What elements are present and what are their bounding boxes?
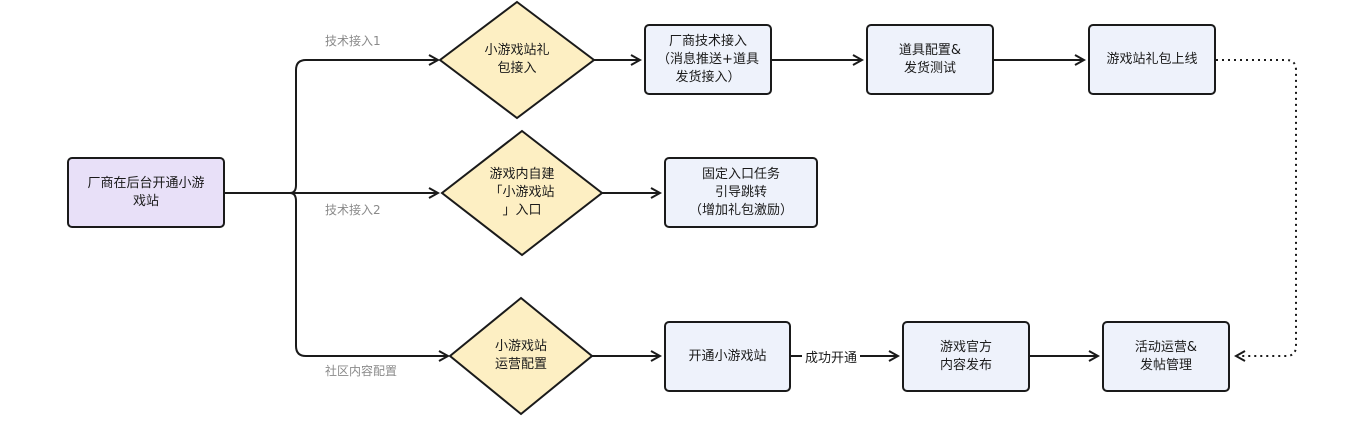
node-vendor-tech: 厂商技术接入 （消息推送+道具 发货接入） — [644, 24, 772, 95]
node-official-content: 游戏官方 内容发布 — [902, 321, 1030, 392]
branch-label-2: 技术接入2 — [325, 203, 381, 217]
branch-label-3: 社区内容配置 — [325, 364, 398, 378]
node-diamond-ops: 小游戏站 运营配置 — [494, 339, 547, 372]
label-success: 成功开通 — [802, 347, 861, 366]
node-start: 厂商在后台开通小游 戏站 — [67, 157, 225, 228]
node-fixed-entry: 固定入口任务 引导跳转 （增加礼包激励） — [664, 157, 818, 228]
node-gift-online: 游戏站礼包上线 — [1088, 24, 1216, 95]
branch-label-1: 技术接入1 — [325, 34, 381, 48]
diamond-entry-shape — [440, 129, 604, 257]
diamond-ops-shape — [448, 296, 594, 416]
connector-branch-bottom — [289, 192, 448, 356]
connector-dotted-return — [1216, 59, 1297, 356]
connector-branch-top — [289, 60, 438, 194]
node-item-config: 道具配置& 发货测试 — [866, 24, 994, 95]
diamond-gift-shape — [438, 0, 596, 120]
node-activity-ops: 活动运营& 发帖管理 — [1102, 321, 1230, 392]
node-diamond-entry: 游戏内自建 「小游戏站 」入口 — [489, 167, 555, 218]
node-diamond-gift: 小游戏站礼 包接入 — [484, 43, 550, 76]
node-open-station: 开通小游戏站 — [664, 321, 791, 392]
